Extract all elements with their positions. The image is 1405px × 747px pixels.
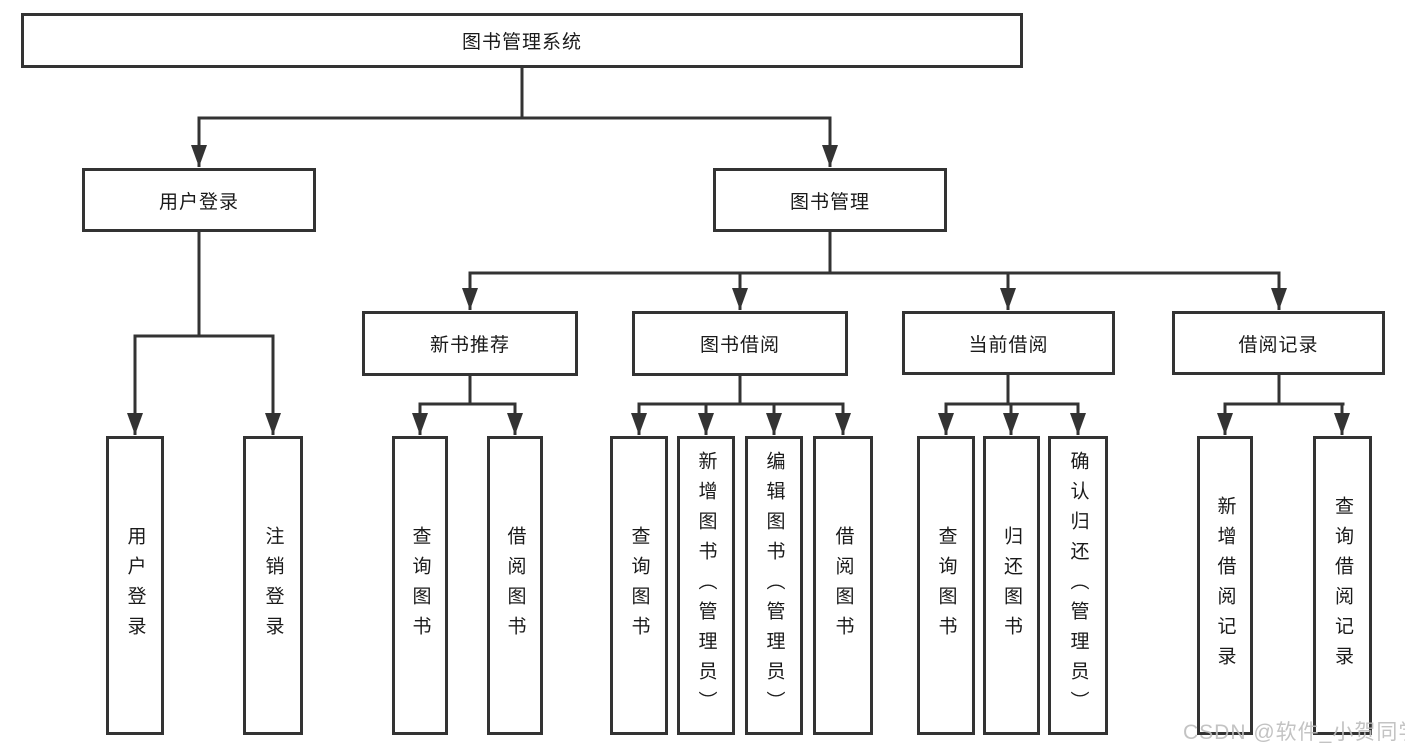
node-library-system: 图书管理系统 xyxy=(21,13,1023,68)
leaf-newbook-query-books-label: 查询图书 xyxy=(409,525,431,646)
leaf-current-confirm-return-label: 确认归还（管理员） xyxy=(1067,450,1089,721)
leaf-user-login-label: 用户登录 xyxy=(124,525,146,646)
leaf-current-confirm-return: 确认归还（管理员） xyxy=(1048,436,1108,735)
node-user-login-label: 用户登录 xyxy=(158,191,239,213)
node-new-book-recommend: 新书推荐 xyxy=(362,311,578,376)
leaf-records-query-record-label: 查询借阅记录 xyxy=(1332,495,1353,676)
node-book-borrow-label: 图书借阅 xyxy=(699,335,780,356)
node-current-borrow-label: 当前借阅 xyxy=(968,334,1049,356)
leaf-current-query-books: 查询图书 xyxy=(917,436,975,735)
leaf-borrow-edit-books: 编辑图书（管理员） xyxy=(745,436,803,735)
leaf-current-query-books-label: 查询图书 xyxy=(935,525,957,646)
node-book-management-label: 图书管理 xyxy=(789,191,870,213)
leaf-records-query-record: 查询借阅记录 xyxy=(1313,436,1372,735)
node-borrow-records: 借阅记录 xyxy=(1172,311,1385,375)
leaf-current-return-books-label: 归还图书 xyxy=(1001,525,1022,646)
leaf-borrow-add-books: 新增图书（管理员） xyxy=(677,436,735,735)
leaf-current-return-books: 归还图书 xyxy=(983,436,1040,735)
node-user-login: 用户登录 xyxy=(82,168,316,232)
leaf-user-login: 用户登录 xyxy=(106,436,164,735)
node-new-book-recommend-label: 新书推荐 xyxy=(429,335,510,356)
node-book-management: 图书管理 xyxy=(713,168,947,232)
leaf-logout: 注销登录 xyxy=(243,436,303,735)
leaf-borrow-edit-books-label: 编辑图书（管理员） xyxy=(763,450,785,721)
node-library-system-label: 图书管理系统 xyxy=(461,32,582,53)
node-borrow-records-label: 借阅记录 xyxy=(1238,334,1319,356)
watermark: CSDN @软件_小贺同学 xyxy=(1183,721,1405,744)
node-current-borrow: 当前借阅 xyxy=(902,311,1115,375)
leaf-borrow-borrow-books: 借阅图书 xyxy=(813,436,873,735)
leaf-newbook-borrow-books: 借阅图书 xyxy=(487,436,543,735)
leaf-logout-label: 注销登录 xyxy=(262,525,284,646)
leaf-newbook-query-books: 查询图书 xyxy=(392,436,448,735)
leaf-records-add-record: 新增借阅记录 xyxy=(1197,436,1253,735)
leaf-records-add-record-label: 新增借阅记录 xyxy=(1214,495,1236,676)
leaf-borrow-query-books-label: 查询图书 xyxy=(628,525,650,646)
leaf-borrow-add-books-label: 新增图书（管理员） xyxy=(695,450,717,721)
leaf-newbook-borrow-books-label: 借阅图书 xyxy=(504,525,526,646)
node-book-borrow: 图书借阅 xyxy=(632,311,848,376)
leaf-borrow-borrow-books-label: 借阅图书 xyxy=(832,525,854,646)
leaf-borrow-query-books: 查询图书 xyxy=(610,436,668,735)
